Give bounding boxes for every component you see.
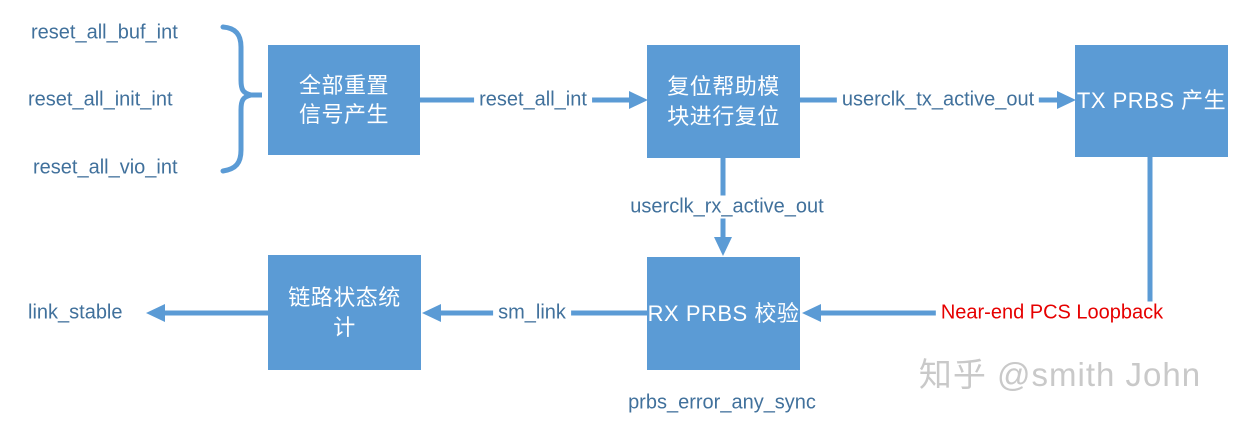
block-label: TX PRBS 产生 xyxy=(1076,88,1227,114)
label-link-stable: link_stable xyxy=(28,301,123,324)
arrowhead-loopback xyxy=(802,304,821,322)
arrowhead-userclk-tx xyxy=(1057,91,1076,109)
label-reset-all-init-int: reset_all_init_int xyxy=(28,88,173,111)
zhihu-watermark: 知乎 @smith John xyxy=(918,356,1202,393)
block-label: RX PRBS 校验 xyxy=(647,300,800,326)
label-reset-all-int: reset_all_int xyxy=(474,88,592,112)
arrowhead-sm-link xyxy=(422,304,441,322)
arrowhead-reset-all-int xyxy=(629,91,648,109)
block-label: 复位帮助模 块进行复位 xyxy=(667,74,780,129)
block-rx-prbs-check: RX PRBS 校验 xyxy=(647,257,800,370)
block-reset-signal-gen: 全部重置 信号产生 xyxy=(268,45,420,155)
label-prbs-error-any-sync: prbs_error_any_sync xyxy=(623,391,821,415)
arrowhead-userclk-rx xyxy=(714,237,732,256)
label-reset-all-vio-int: reset_all_vio_int xyxy=(33,156,178,179)
label-userclk-rx-active-out: userclk_rx_active_out xyxy=(625,195,829,219)
block-label: 链路状态统 计 xyxy=(288,285,401,340)
label-reset-all-buf-int: reset_all_buf_int xyxy=(31,21,178,44)
label-userclk-tx-active-out: userclk_tx_active_out xyxy=(836,88,1040,112)
loopback-path xyxy=(820,157,1153,316)
block-tx-prbs-gen: TX PRBS 产生 xyxy=(1075,45,1228,157)
brace-shape xyxy=(220,24,252,174)
block-label: 全部重置 信号产生 xyxy=(298,72,389,127)
label-near-end-pcs-loopback: Near-end PCS Loopback xyxy=(935,301,1169,325)
block-link-status-stats: 链路状态统 计 xyxy=(268,255,421,370)
label-sm-link: sm_link xyxy=(493,301,571,325)
arrowhead-link-stable xyxy=(146,304,165,322)
block-reset-helper: 复位帮助模 块进行复位 xyxy=(647,45,800,158)
